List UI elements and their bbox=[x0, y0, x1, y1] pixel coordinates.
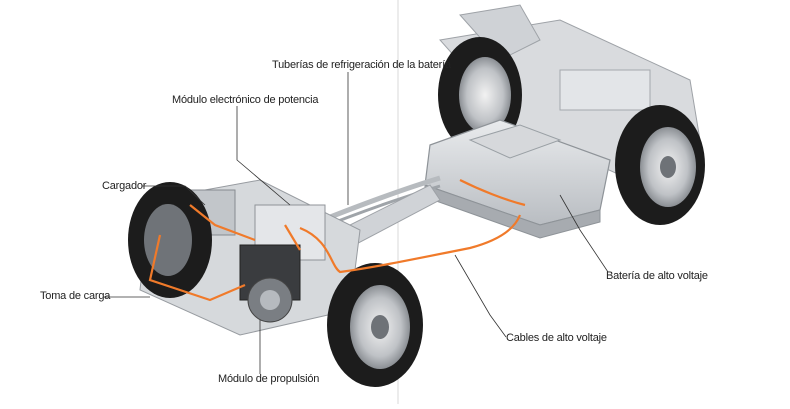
front-right-wheel bbox=[327, 263, 423, 387]
label-charger: Cargador bbox=[102, 180, 147, 192]
label-high-voltage-cables: Cables de alto voltaje bbox=[506, 332, 607, 344]
label-battery-cooling-pipes: Tuberías de refrigeración de la batería bbox=[272, 59, 451, 71]
rear-right-wheel bbox=[615, 105, 705, 225]
label-propulsion-module: Módulo de propulsión bbox=[218, 373, 320, 385]
label-power-electronics-module: Módulo electrónico de potencia bbox=[172, 94, 319, 106]
label-charging-socket: Toma de carga bbox=[40, 290, 111, 302]
leader-lines bbox=[103, 72, 609, 374]
high-voltage-cables bbox=[148, 179, 526, 302]
high-voltage-battery bbox=[424, 119, 611, 239]
label-high-voltage-battery: Batería de alto voltaje bbox=[606, 270, 708, 282]
